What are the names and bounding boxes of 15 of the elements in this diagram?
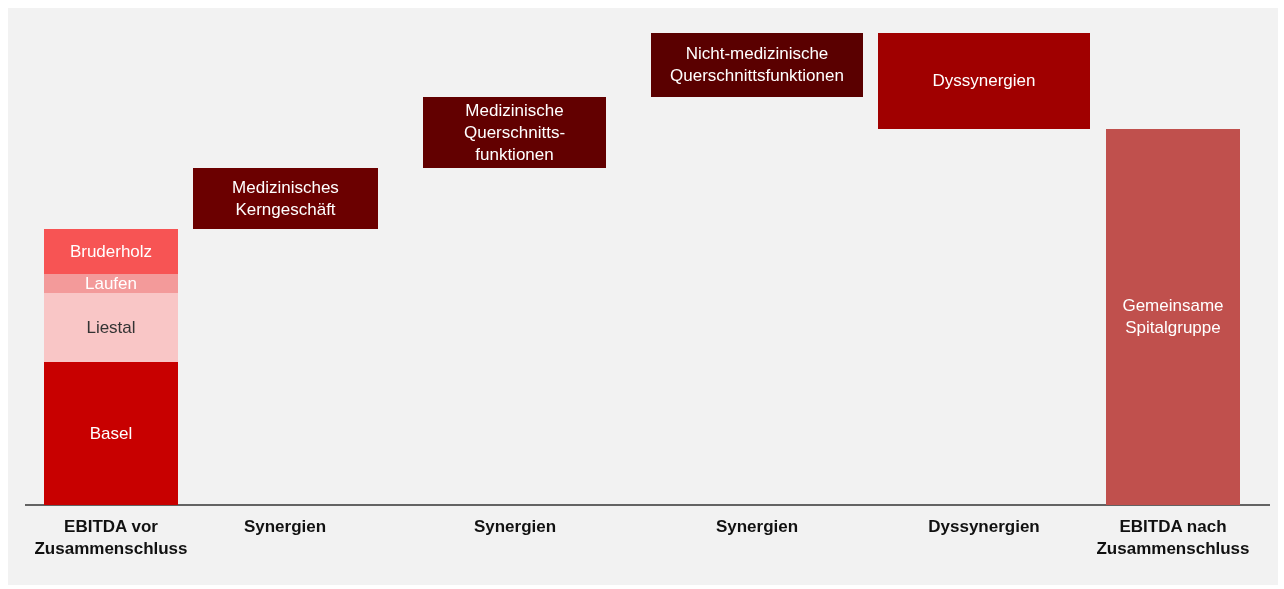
category-label: EBITDA vor Zusammenschluss (33, 516, 189, 560)
waterfall-bar: Dyssynergien (878, 33, 1090, 129)
waterfall-bar: Bruderholz (44, 229, 178, 274)
waterfall-bar: Medizinisches Kerngeschäft (193, 168, 378, 229)
waterfall-bar: Laufen (44, 274, 178, 293)
waterfall-bar: Basel (44, 362, 178, 505)
waterfall-bar: Medizinische Querschnitts- funktionen (423, 97, 606, 168)
category-label: Synergien (714, 516, 800, 538)
waterfall-bar: Liestal (44, 293, 178, 362)
category-label: Synergien (242, 516, 328, 538)
category-label: EBITDA nach Zusammenschluss (1095, 516, 1251, 560)
category-label: Synergien (472, 516, 558, 538)
category-label: Dyssynergien (927, 516, 1041, 538)
waterfall-bar: Gemeinsame Spitalgruppe (1106, 129, 1240, 505)
waterfall-bar: Nicht-medizinische Querschnittsfunktionen (651, 33, 863, 97)
